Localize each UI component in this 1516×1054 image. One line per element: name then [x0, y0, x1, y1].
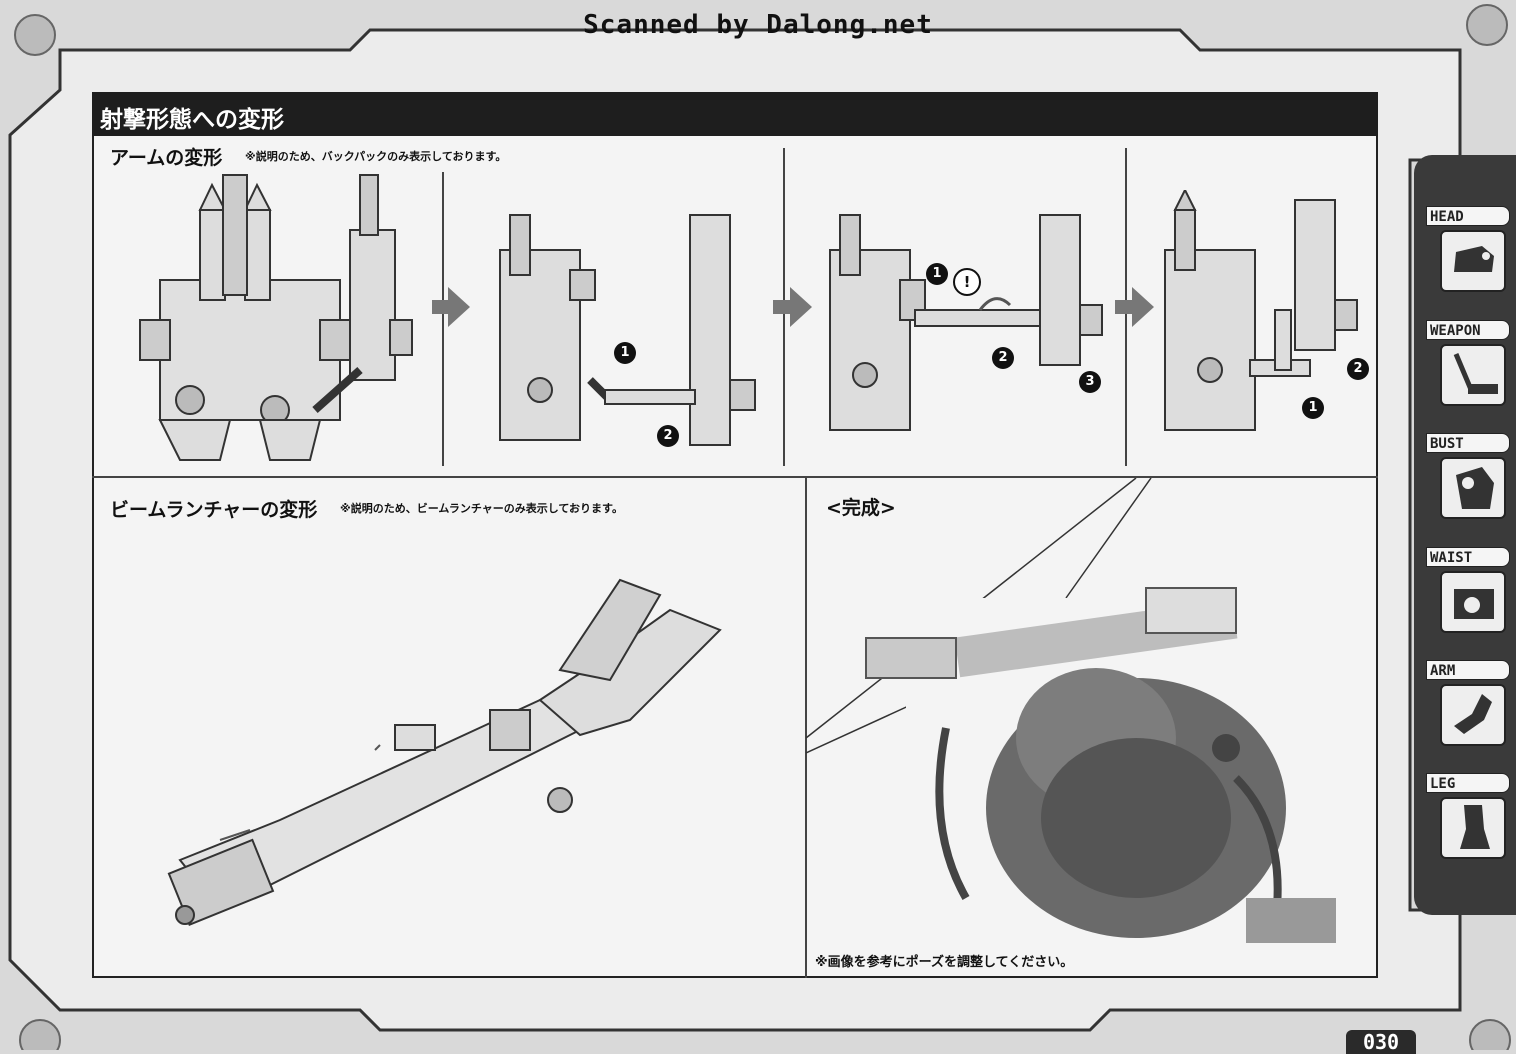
arm-section-title: アームの変形 — [110, 147, 223, 169]
backpack-side-step3-illustration — [829, 214, 1103, 431]
step-arrow-icon — [448, 287, 470, 327]
complete-section-note: ※画像を参考にポーズを調整してください。 — [815, 955, 1074, 970]
complete-model-photo — [806, 478, 1346, 943]
beam-section-note: ※説明のため、ビームランチャーのみ表示しております。 — [340, 502, 623, 515]
step-badge: 1 — [1302, 397, 1324, 419]
step-badge: 2 — [1347, 358, 1369, 380]
arm-icon[interactable] — [1440, 684, 1506, 746]
bust-icon[interactable] — [1440, 457, 1506, 519]
backpack-side-step4-illustration — [1164, 190, 1358, 431]
step-arrow-icon — [1132, 287, 1154, 327]
complete-section-title: <完成> — [826, 497, 896, 519]
section-divider — [805, 478, 807, 978]
section-divider — [92, 476, 1378, 478]
waist-icon[interactable] — [1440, 571, 1506, 633]
tab-waist[interactable]: WAIST — [1426, 547, 1510, 567]
page-number: 030 — [1346, 1030, 1416, 1054]
step-arrow-icon — [790, 287, 812, 327]
tab-head[interactable]: HEAD — [1426, 206, 1510, 226]
tab-weapon[interactable]: WEAPON — [1426, 320, 1510, 340]
title-bar — [92, 92, 1378, 136]
tab-bust[interactable]: BUST — [1426, 433, 1510, 453]
tab-leg[interactable]: LEG — [1426, 773, 1510, 793]
beam-launcher-illustration — [167, 578, 722, 926]
step-divider — [442, 172, 444, 466]
step-badge: 3 — [1079, 371, 1101, 393]
arm-section-note: ※説明のため、バックパックのみ表示しております。 — [245, 150, 507, 163]
tab-arm[interactable]: ARM — [1426, 660, 1510, 680]
warning-icon: ! — [953, 268, 981, 296]
page-title: 射撃形態への変形 — [100, 107, 284, 133]
leg-icon[interactable] — [1440, 797, 1506, 859]
step-badge: 1 — [614, 342, 636, 364]
beam-section-title: ビームランチャーの変形 — [110, 499, 318, 521]
backpack-front-illustration — [139, 174, 413, 461]
step-arrow — [1115, 300, 1133, 314]
step-arrow — [773, 300, 791, 314]
watermark: Scanned by Dalong.net — [583, 10, 933, 40]
step-badge: 1 — [926, 263, 948, 285]
weapon-icon[interactable] — [1440, 344, 1506, 406]
head-icon[interactable] — [1440, 230, 1506, 292]
step-arrow — [432, 300, 450, 314]
step-badge: 2 — [992, 347, 1014, 369]
step-badge: 2 — [657, 425, 679, 447]
backpack-side-step2-illustration — [499, 214, 756, 446]
